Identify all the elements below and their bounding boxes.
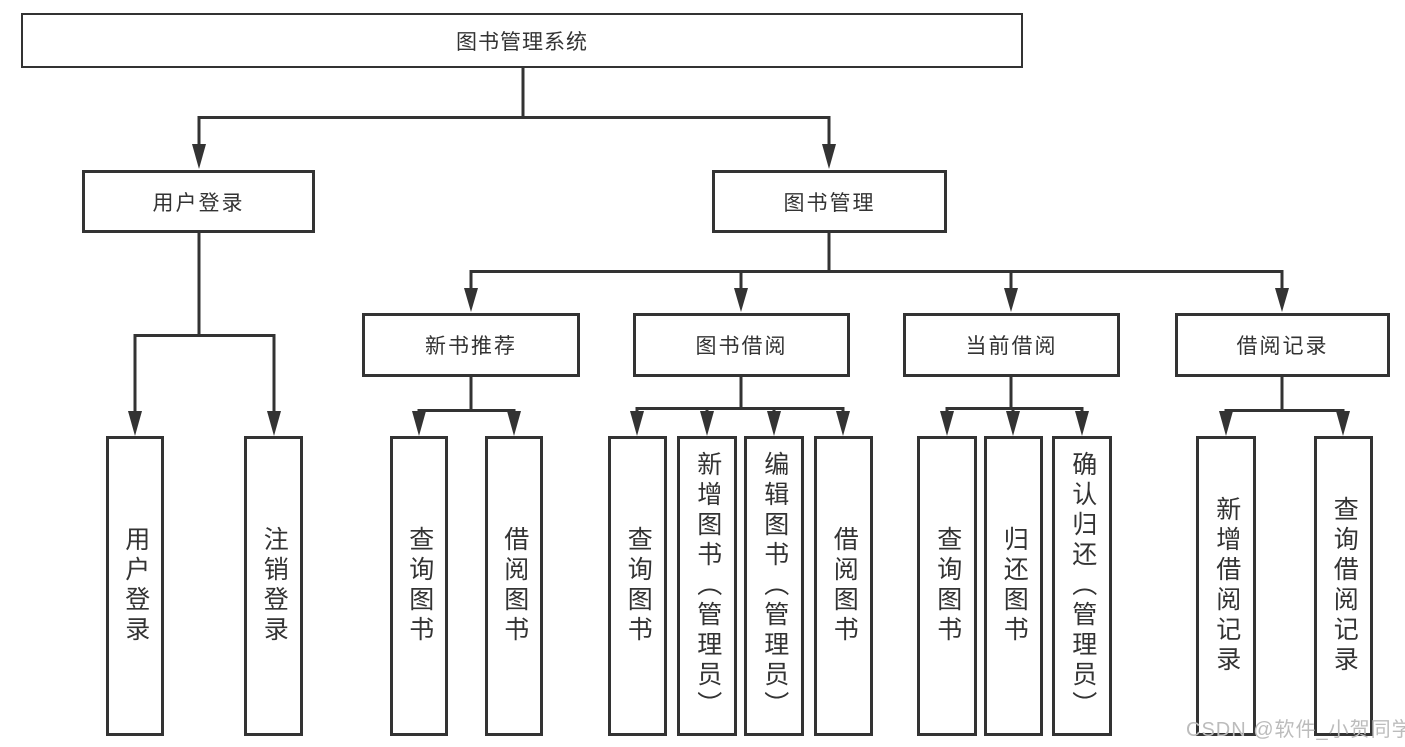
arrow-down-icon: [412, 411, 426, 436]
leaf-add-borrow-record: 新增借阅记录: [1196, 436, 1256, 736]
node-label: 图书借阅: [695, 335, 788, 358]
leaf-label: 确认归还（管理员）: [1068, 451, 1097, 721]
leaf-label: 查询借阅记录: [1330, 496, 1359, 676]
leaf-label: 新增图书（管理员）: [693, 451, 722, 721]
arrow-down-icon: [767, 411, 781, 436]
leaf-borrow-books: 借阅图书: [814, 436, 873, 736]
arrow-down-icon: [1006, 411, 1020, 436]
leaf-label: 用户登录: [121, 526, 150, 646]
leaf-query-books-borrow: 查询图书: [608, 436, 667, 736]
arrow-down-icon: [822, 144, 836, 169]
node-root-label: 图书管理系统: [456, 30, 588, 54]
node-new-book-recommend: 新书推荐: [362, 313, 580, 377]
node-book-borrowing: 图书借阅: [633, 313, 850, 377]
arrow-down-icon: [464, 288, 478, 312]
leaf-edit-book-admin: 编辑图书（管理员）: [744, 436, 804, 736]
leaf-label: 借阅图书: [830, 526, 859, 646]
node-label: 图书管理: [783, 191, 876, 215]
connector-userlogin-to-leaves: [128, 233, 281, 436]
leaf-label: 归还图书: [1000, 526, 1029, 646]
arrow-down-icon: [1275, 288, 1289, 312]
leaf-confirm-return-admin: 确认归还（管理员）: [1052, 436, 1112, 736]
leaf-query-borrow-record: 查询借阅记录: [1314, 436, 1373, 736]
leaf-borrow-books-recommend: 借阅图书: [485, 436, 543, 736]
arrow-down-icon: [630, 411, 644, 436]
arrow-down-icon: [1219, 411, 1233, 436]
arrow-down-icon: [734, 288, 748, 312]
node-label: 用户登录: [152, 191, 245, 215]
node-borrowing-records: 借阅记录: [1175, 313, 1390, 377]
leaf-label: 查询图书: [405, 526, 434, 646]
leaf-label: 注销登录: [260, 526, 289, 646]
leaf-add-book-admin: 新增图书（管理员）: [677, 436, 737, 736]
leaf-user-login: 用户登录: [106, 436, 164, 736]
connector-root-to-level2: [192, 68, 836, 169]
leaf-label: 查询图书: [933, 526, 962, 646]
arrow-down-icon: [700, 411, 714, 436]
arrow-down-icon: [1336, 411, 1350, 436]
arrow-down-icon: [836, 411, 850, 436]
connector-current-to-leaves: [940, 377, 1089, 436]
leaf-query-books-recommend: 查询图书: [390, 436, 448, 736]
watermark: CSDN @软件_小贺同学: [1186, 719, 1405, 741]
connector-newbook-to-leaves: [412, 377, 521, 436]
leaf-query-books-current: 查询图书: [917, 436, 977, 736]
arrow-down-icon: [1004, 288, 1018, 312]
node-user-login-group: 用户登录: [82, 170, 315, 233]
leaf-label: 借阅图书: [500, 526, 529, 646]
node-book-management: 图书管理: [712, 170, 947, 233]
arrow-down-icon: [507, 411, 521, 436]
arrow-down-icon: [940, 411, 954, 436]
leaf-logout: 注销登录: [244, 436, 303, 736]
leaf-label: 查询图书: [624, 526, 653, 646]
leaf-return-books: 归还图书: [984, 436, 1043, 736]
arrow-down-icon: [1075, 411, 1089, 436]
node-label: 借阅记录: [1236, 335, 1329, 358]
connector-bookmgmt-to-level3: [464, 233, 1289, 312]
arrow-down-icon: [267, 411, 281, 436]
connector-records-to-leaves: [1219, 377, 1350, 436]
connector-borrow-to-leaves: [630, 377, 850, 436]
arrow-down-icon: [128, 411, 142, 436]
node-root: 图书管理系统: [21, 13, 1023, 68]
leaf-label: 编辑图书（管理员）: [760, 451, 789, 721]
node-label: 当前借阅: [965, 335, 1058, 358]
leaf-label: 新增借阅记录: [1212, 496, 1241, 676]
node-label: 新书推荐: [425, 335, 517, 358]
node-current-borrowing: 当前借阅: [903, 313, 1120, 377]
arrow-down-icon: [192, 144, 206, 169]
